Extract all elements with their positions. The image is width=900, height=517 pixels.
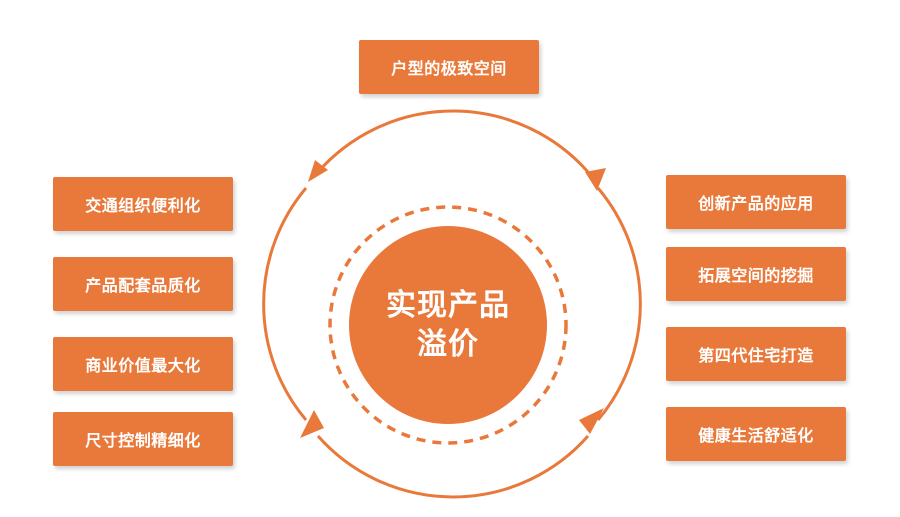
center-title-line2: 溢价 (417, 327, 479, 362)
outer-ring-arc-left (262, 187, 308, 421)
right-box-4: 健康生活舒适化 (666, 407, 846, 461)
left-box-2: 产品配套品质化 (53, 257, 233, 311)
right-box-2: 拓展空间的挖掘 (666, 247, 846, 301)
arrow-bottom-right (579, 408, 604, 434)
inner-dashed-ring (328, 205, 568, 445)
left-box-4: 尺寸控制精细化 (53, 412, 233, 466)
outer-ring-arc-right (596, 187, 642, 421)
arrow-bottom-left (300, 410, 324, 438)
left-box-3: 商业价值最大化 (53, 337, 233, 391)
left-box-1: 交通组织便利化 (53, 177, 233, 231)
right-box-1: 创新产品的应用 (666, 175, 846, 229)
outer-ring-arc-bottom (316, 435, 590, 499)
arrow-top-right (585, 168, 606, 191)
arrow-top-left (308, 160, 328, 182)
center-title-line1: 实现产品 (386, 288, 510, 323)
right-box-3: 第四代住宅打造 (666, 327, 846, 381)
top-box: 户型的极致空间 (359, 40, 539, 94)
outer-ring-arc-top (316, 109, 590, 173)
center-circle: 实现产品 溢价 (349, 226, 547, 424)
